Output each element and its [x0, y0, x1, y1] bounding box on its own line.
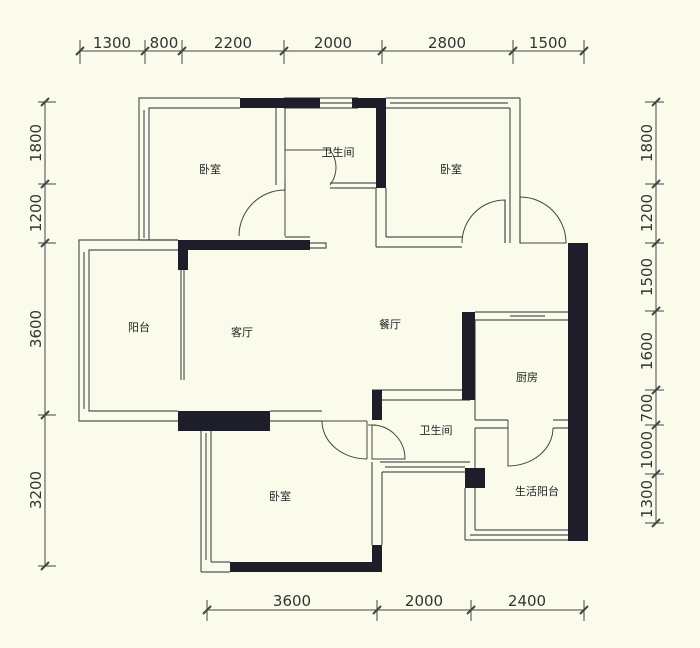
room-label-bedroom-s: 卧室 [269, 489, 291, 503]
right-dim-5: 700 [638, 394, 656, 423]
door-swings [238, 149, 567, 467]
room-label-bathroom-mid: 卫生间 [420, 423, 453, 437]
room-label-service-balcony: 生活阳台 [515, 484, 559, 498]
bottom-dim-3: 2400 [508, 592, 546, 610]
left-dim-2: 1200 [27, 194, 45, 232]
top-dim-6: 1500 [529, 34, 567, 52]
top-dim-3: 2200 [214, 34, 252, 52]
room-label-bathroom-top: 卫生间 [322, 145, 355, 159]
left-dim-3: 3600 [27, 310, 45, 348]
right-dimension-chain [645, 97, 664, 528]
top-dim-5: 2800 [428, 34, 466, 52]
left-dimension-chain [38, 97, 56, 571]
left-dim-4: 3200 [27, 471, 45, 509]
room-label-kitchen: 厨房 [516, 371, 538, 384]
top-dim-2: 800 [150, 34, 179, 52]
right-dim-7: 1300 [638, 480, 656, 518]
right-dim-4: 1600 [638, 332, 656, 370]
room-label-bedroom-ne: 卧室 [440, 162, 462, 176]
solid-walls [178, 98, 588, 572]
room-label-balcony: 阳台 [128, 320, 150, 334]
top-dim-1: 1300 [93, 34, 131, 52]
right-dim-6: 1000 [638, 431, 656, 469]
left-dim-1: 1800 [27, 124, 45, 162]
bottom-dimension-chain [202, 600, 589, 621]
bottom-dim-1: 3600 [273, 592, 311, 610]
right-dim-2: 1200 [638, 194, 656, 232]
room-label-dining-room: 餐厅 [379, 317, 401, 331]
thin-walls [78, 97, 580, 573]
right-dim-1: 1800 [638, 124, 656, 162]
right-dim-3: 1500 [638, 258, 656, 296]
room-label-bedroom-nw: 卧室 [199, 162, 221, 176]
top-dimension-chain [75, 40, 589, 64]
top-dim-4: 2000 [314, 34, 352, 52]
room-label-living-room: 客厅 [231, 325, 253, 339]
bottom-dim-2: 2000 [405, 592, 443, 610]
